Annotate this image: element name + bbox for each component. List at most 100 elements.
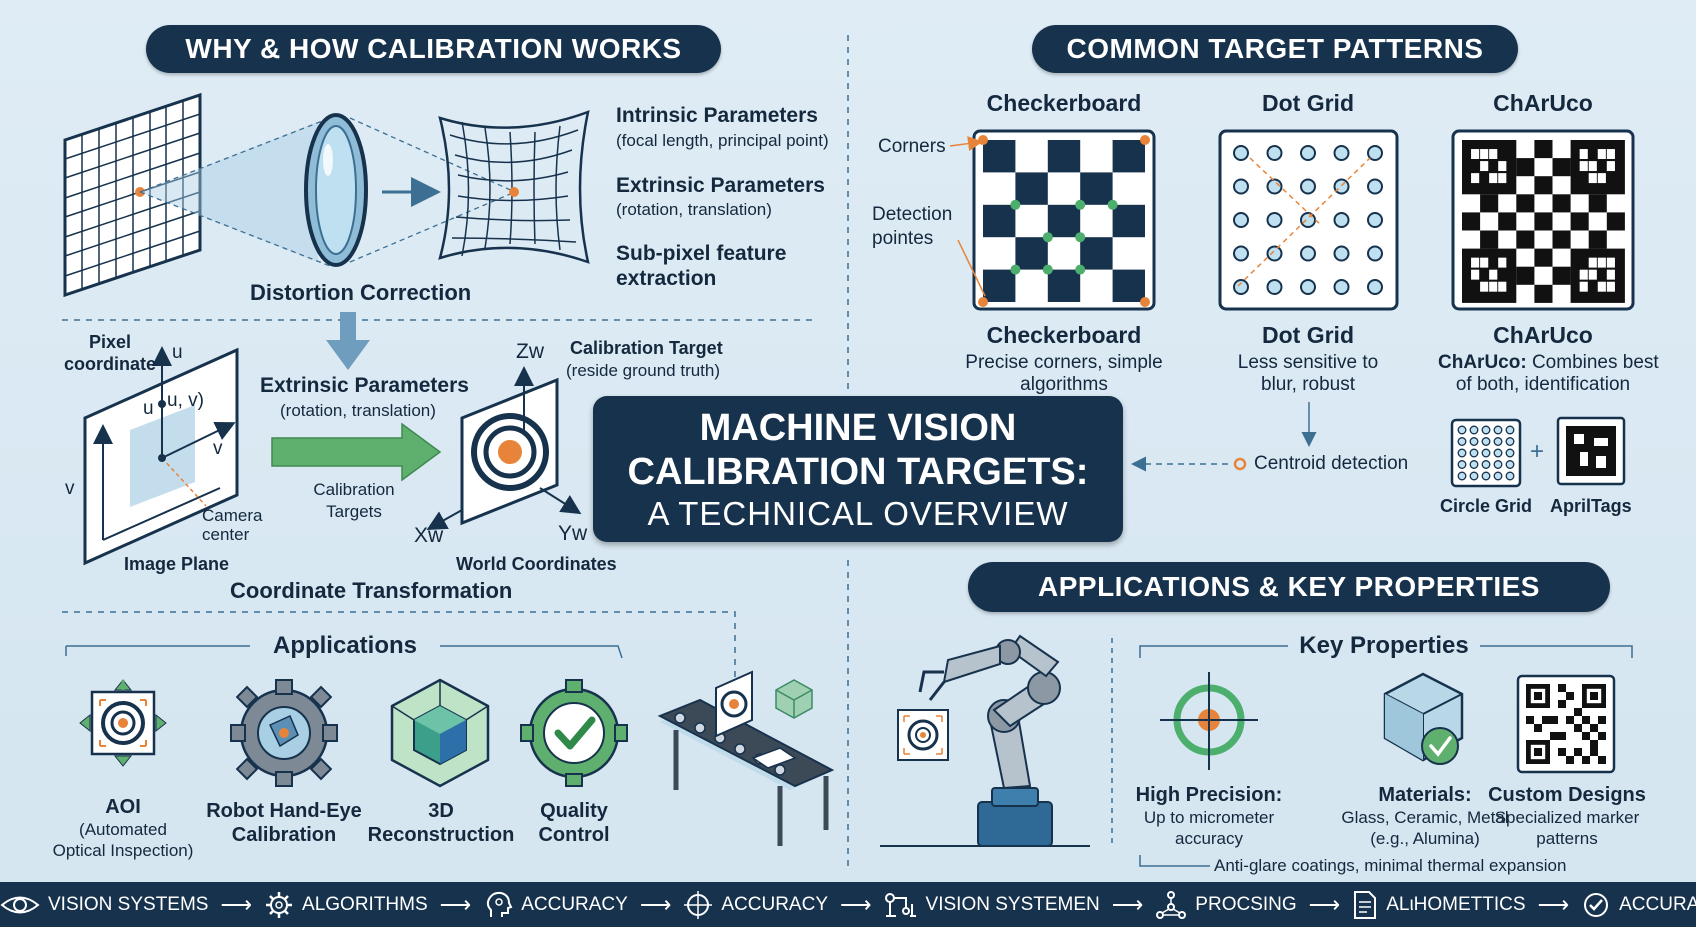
custom-sub2: patterns (1536, 829, 1598, 848)
footer-label: VISION SYSTEMS (48, 893, 209, 915)
check-circle-icon (1584, 892, 1609, 917)
coord-transform-label: Coordinate Transformation (230, 578, 513, 603)
qr-module (1534, 724, 1542, 732)
aruco-bit (1480, 161, 1489, 172)
charuco-square (1534, 248, 1553, 267)
precision-title: High Precision: (1135, 784, 1283, 806)
aruco-marker (1570, 140, 1625, 195)
footer-arrow: ⟶ (840, 891, 872, 917)
custom-sub1: Specialized marker (1494, 808, 1640, 827)
corner-point (978, 135, 988, 145)
footer-bar: VISION SYSTEMS ⟶ ALGORITHMS ⟶ ACCURACY ⟶… (0, 882, 1696, 927)
charuco-desc-line1: ChArUco: Combines best (1438, 352, 1659, 374)
detection-point (1042, 232, 1053, 243)
circle-grid-label: Circle Grid (1440, 496, 1533, 516)
checkerboard-top-label: Checkerboard (986, 90, 1142, 116)
checker-square (1080, 172, 1113, 205)
charuco-square (1516, 266, 1535, 285)
mini-grid-dot (1505, 448, 1515, 458)
qr-module (1582, 732, 1590, 740)
3d-reconstruction-icon (390, 678, 490, 788)
charuco-square (1534, 284, 1553, 303)
aruco-bit (1471, 269, 1480, 280)
charuco-square (1588, 230, 1607, 249)
checker-square (1047, 140, 1081, 173)
charuco-square (1534, 212, 1553, 231)
mini-grid-dot (1505, 437, 1515, 446)
charuco-square (1516, 194, 1535, 213)
grid-dot (1333, 145, 1350, 161)
charuco-square (1606, 212, 1625, 231)
grid-dot (1233, 279, 1249, 295)
target-sub: (reside ground truth) (566, 361, 721, 380)
mini-grid-dot (1481, 448, 1491, 458)
intrinsic-title: Intrinsic Parameters (616, 104, 818, 127)
axis-v-left: v (65, 478, 75, 499)
charuco-square (1516, 158, 1535, 177)
grid-dot (1333, 279, 1350, 295)
eye-icon (0, 896, 40, 913)
axis-yw: Yw (558, 522, 588, 545)
aruco-marker (1570, 248, 1625, 303)
checkerboard-desc1: Precise corners, simple (965, 352, 1163, 373)
checkerboard-name: Checkerboard (986, 322, 1142, 348)
robot-arm-graphic (880, 634, 1090, 847)
aruco-bit (1498, 173, 1507, 184)
recon-line2: Reconstruction (367, 824, 515, 846)
aruco-bit (1606, 149, 1615, 160)
grid-dot (1300, 212, 1316, 228)
grid-dot (1300, 279, 1316, 295)
aruco-bit (1606, 269, 1615, 280)
qr-module (1558, 700, 1566, 708)
aruco-marker (1462, 140, 1517, 195)
materials-cube-icon (1383, 672, 1464, 765)
mini-grid-dot (1493, 425, 1503, 435)
qr-module (1550, 732, 1558, 740)
image-plane-graphic (83, 346, 239, 566)
footer-arrow: ⟶ (220, 891, 253, 917)
aoi-sub2: Optical Inspection) (52, 841, 194, 860)
charuco-square (1480, 230, 1499, 249)
calibration-target-board-graphic (426, 366, 582, 530)
charuco-square (1480, 194, 1499, 213)
mini-grid-dot (1457, 460, 1467, 469)
qr-module (1550, 716, 1558, 724)
aruco-bit (1489, 149, 1498, 160)
qr-finder-core (1534, 692, 1542, 700)
planar-grid-graphic (63, 92, 202, 298)
footer-item: VISION SYSTEMS (0, 892, 208, 918)
checker-square (1112, 204, 1145, 238)
grid-dot (1300, 245, 1316, 262)
robot-arm-icon (884, 892, 916, 917)
qc-line2: Control (538, 824, 610, 846)
pixel-coord-line2: coordinate (63, 354, 156, 374)
footer-item: VISION SYSTEMEN (884, 890, 1100, 920)
precision-sub2: accuracy (1174, 829, 1244, 848)
grid-dot (1367, 212, 1383, 228)
grid-dot (1233, 212, 1249, 228)
properties-title: Key Properties (1299, 632, 1469, 659)
gear-icon (266, 891, 293, 918)
checker-square (1112, 269, 1145, 302)
mini-grid-dot (1505, 471, 1515, 481)
aruco-bit (1489, 269, 1498, 280)
mini-grid-dot (1469, 460, 1479, 469)
aruco-bit (1606, 161, 1615, 172)
extrinsic-sub: (rotation, translation) (616, 200, 772, 219)
document-icon (1354, 890, 1377, 919)
robot-line1: Robot Hand-Eye (206, 800, 362, 822)
grid-dot (1300, 145, 1316, 161)
detection-point (1010, 264, 1021, 275)
calib-targets-line1: Calibration (313, 480, 395, 499)
checker-square (1015, 237, 1048, 270)
camera-center-line2: center (202, 525, 250, 544)
detection-point (1075, 199, 1086, 210)
footer-label: ALιHOMETTICS (1386, 893, 1526, 915)
detection-point (1010, 199, 1021, 210)
grid-dot (1233, 178, 1249, 195)
qr-module (1582, 756, 1590, 764)
materials-title: Materials: (1378, 784, 1472, 806)
qr-finder-core (1534, 748, 1542, 756)
mini-grid-dot (1493, 448, 1503, 458)
